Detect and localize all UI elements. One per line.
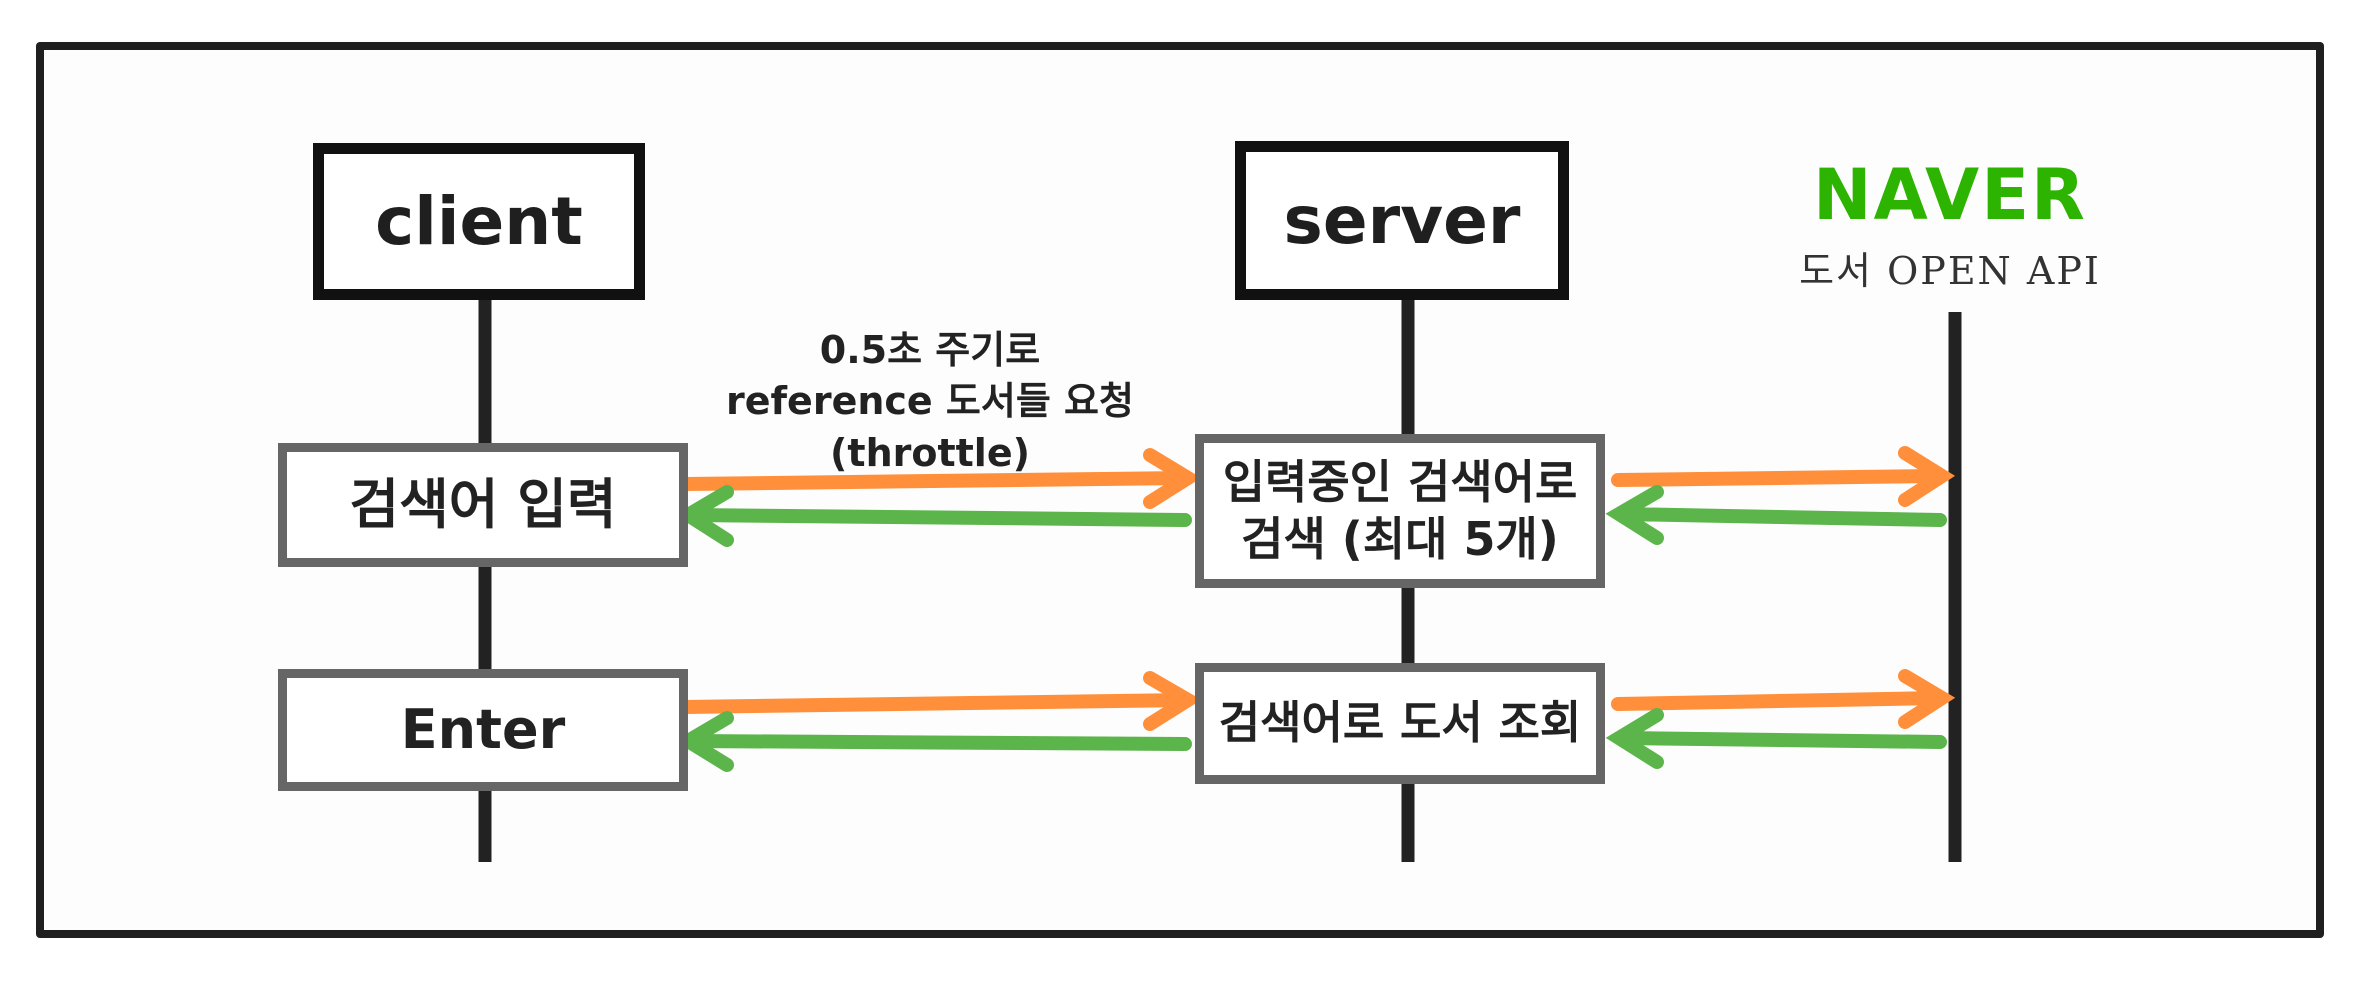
throttle-annotation: 0.5초 주기로 reference 도서들 요청 (throttle) bbox=[690, 325, 1170, 479]
client-step-search-input: 검색어 입력 bbox=[278, 443, 688, 567]
server-step-book-lookup-label: 검색어로 도서 조회 bbox=[1218, 696, 1582, 750]
response-arrow-server-to-client-2 bbox=[674, 711, 1192, 772]
client-actor-box: client bbox=[313, 143, 645, 300]
server-step-live-search-line-2: 검색 (최대 5개) bbox=[1241, 512, 1559, 566]
server-step-live-search-line-1: 입력중인 검색어로 bbox=[1222, 454, 1578, 509]
server-step-book-lookup: 검색어로 도서 조회 bbox=[1195, 663, 1605, 784]
response-arrow-naver-to-server-1 bbox=[1605, 485, 1947, 545]
server-step-live-search: 입력중인 검색어로 검색 (최대 5개) bbox=[1195, 434, 1605, 588]
client-step-search-input-label: 검색어 입력 bbox=[349, 473, 617, 537]
annotation-line-1: 0.5초 주기로 bbox=[819, 328, 1041, 372]
response-arrow-naver-to-server-2 bbox=[1605, 708, 1947, 769]
response-arrow-server-to-client-1 bbox=[674, 485, 1192, 547]
server-actor-label: server bbox=[1283, 182, 1521, 259]
client-actor-label: client bbox=[375, 183, 583, 260]
request-arrow-server-to-naver-1 bbox=[1611, 446, 1956, 507]
annotation-line-3: (throttle) bbox=[830, 430, 1030, 475]
request-arrow-client-to-server-2 bbox=[678, 671, 1202, 731]
request-arrow-server-to-naver-2 bbox=[1611, 669, 1956, 729]
server-actor-box: server bbox=[1235, 141, 1569, 300]
naver-api-subtitle: 도서 OPEN API bbox=[1799, 249, 2101, 293]
naver-logo: NAVER bbox=[1800, 160, 2100, 230]
annotation-line-2: reference 도서들 요청 bbox=[726, 379, 1134, 424]
client-step-enter-label: Enter bbox=[400, 698, 566, 762]
naver-logo-text: NAVER bbox=[1813, 154, 2087, 236]
client-step-enter: Enter bbox=[278, 669, 688, 791]
request-arrow-client-to-server-1 bbox=[678, 448, 1202, 509]
